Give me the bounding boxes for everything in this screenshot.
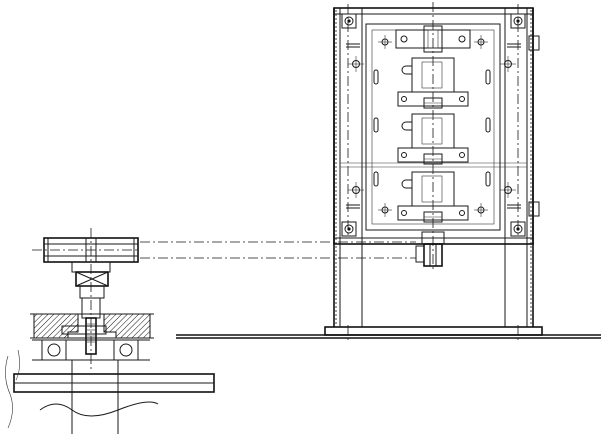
lower-coupling (415, 231, 445, 267)
left-coupling-block (71, 261, 111, 299)
left-vertical-shaft (81, 228, 101, 372)
frame-base-plate (324, 326, 543, 336)
crosshair-markers (348, 35, 516, 217)
top-clamp-block (395, 25, 471, 53)
bearing-icons (32, 339, 150, 361)
frame-outer-box (333, 7, 534, 245)
bolt-icon (341, 221, 357, 237)
bearing-icon (41, 339, 67, 361)
corner-bolt-icons (341, 13, 526, 237)
slot-markers (373, 69, 491, 187)
actuator-module-2 (397, 113, 469, 165)
frame-right-post (504, 8, 534, 327)
bolt-icon (510, 221, 526, 237)
hub-cross-section (30, 313, 154, 339)
actuator-module-1 (397, 57, 469, 109)
bearing-icon (113, 339, 139, 361)
frame-center-lines (347, 2, 519, 342)
left-base-plate (13, 373, 215, 393)
inner-mounting-plate (365, 23, 501, 231)
bolt-icon (341, 13, 357, 29)
side-tab-icons (346, 35, 540, 217)
bolt-icon (510, 13, 526, 29)
actuator-module-3 (397, 171, 469, 223)
left-column-breakline (5, 349, 159, 434)
